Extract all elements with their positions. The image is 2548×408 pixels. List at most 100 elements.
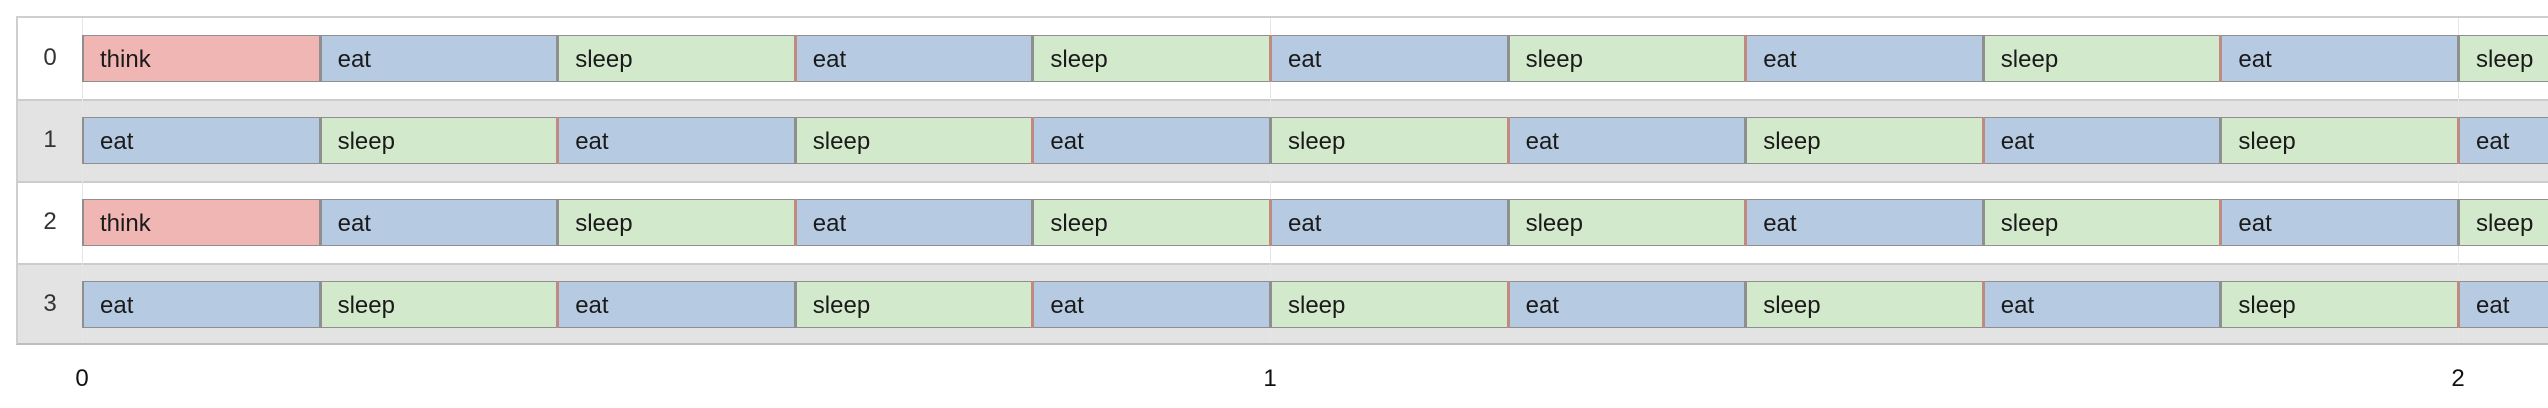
- task-label: eat: [812, 46, 847, 73]
- task-bar-eat[interactable]: eat: [319, 199, 558, 246]
- task-label: sleep: [2238, 292, 2296, 319]
- task-label: sleep: [1050, 46, 1108, 73]
- task-bar-eat[interactable]: eat: [319, 35, 558, 82]
- task-label: eat: [1525, 292, 1559, 319]
- task-bar-sleep[interactable]: sleep: [794, 117, 1033, 164]
- task-separator: [1744, 35, 1748, 82]
- task-bar-eat[interactable]: eat: [1982, 117, 2221, 164]
- task-label: eat: [812, 210, 847, 237]
- x-axis: 0 1 2: [0, 345, 2548, 408]
- task-bar-eat[interactable]: eat: [1270, 35, 1508, 82]
- task-bar-eat[interactable]: eat: [2458, 281, 2548, 328]
- task-bar-sleep[interactable]: sleep: [1032, 35, 1270, 82]
- task-label: eat: [2476, 128, 2510, 155]
- task-bar-eat[interactable]: eat: [2220, 35, 2458, 82]
- task-label: eat: [1050, 292, 1084, 319]
- task-label: eat: [100, 128, 134, 155]
- task-bar-eat[interactable]: eat: [1982, 281, 2221, 328]
- task-label: eat: [337, 210, 371, 237]
- task-label: eat: [100, 292, 134, 319]
- task-bar-eat[interactable]: eat: [2220, 199, 2458, 246]
- task-bar-eat[interactable]: eat: [1270, 199, 1508, 246]
- task-separator: [2219, 199, 2223, 246]
- task-label: eat: [2000, 292, 2035, 319]
- task-label: eat: [1763, 210, 1797, 237]
- task-bar-sleep[interactable]: sleep: [1982, 35, 2221, 82]
- task-bar-sleep[interactable]: sleep: [557, 35, 795, 82]
- task-bar-eat[interactable]: eat: [557, 281, 795, 328]
- task-bar-eat[interactable]: eat: [2458, 117, 2548, 164]
- task-bar-eat[interactable]: eat: [794, 199, 1033, 246]
- task-bar-sleep[interactable]: sleep: [1745, 281, 1983, 328]
- task-bar-eat[interactable]: eat: [557, 117, 795, 164]
- gridline: [82, 18, 83, 343]
- task-bar-sleep[interactable]: sleep: [2220, 281, 2458, 328]
- task-bar-eat[interactable]: eat: [1507, 281, 1746, 328]
- task-bar-think[interactable]: think: [82, 35, 320, 82]
- task-separator: [2457, 281, 2460, 328]
- task-label: eat: [1763, 46, 1797, 73]
- task-label: sleep: [1525, 210, 1583, 237]
- task-bar-eat[interactable]: eat: [794, 35, 1033, 82]
- task-bar-eat[interactable]: eat: [1032, 117, 1270, 164]
- task-label: think: [100, 46, 151, 73]
- task-bar-sleep[interactable]: sleep: [319, 281, 558, 328]
- task-label: eat: [2476, 292, 2510, 319]
- task-label: sleep: [1288, 128, 1346, 155]
- task-separator: [2457, 117, 2460, 164]
- task-bar-sleep[interactable]: sleep: [1745, 117, 1983, 164]
- task-separator: [1981, 117, 1985, 164]
- task-bar-sleep[interactable]: sleep: [1270, 117, 1508, 164]
- task-separator: [2219, 35, 2223, 82]
- task-separator: [1269, 199, 1272, 246]
- task-bar-think[interactable]: think: [82, 199, 320, 246]
- task-label: eat: [2238, 210, 2272, 237]
- task-bar-eat[interactable]: eat: [1507, 117, 1746, 164]
- gridline: [2458, 18, 2459, 343]
- task-bar-sleep[interactable]: sleep: [1507, 35, 1746, 82]
- task-label: sleep: [2000, 46, 2059, 73]
- x-tick-label: 0: [75, 365, 89, 392]
- task-bar-sleep[interactable]: sleep: [557, 199, 795, 246]
- task-label: sleep: [1763, 128, 1821, 155]
- task-bar-eat[interactable]: eat: [82, 281, 320, 328]
- task-label: eat: [1050, 128, 1084, 155]
- task-bar-sleep[interactable]: sleep: [1032, 199, 1270, 246]
- task-bar-sleep[interactable]: sleep: [1982, 199, 2221, 246]
- task-label: eat: [1288, 210, 1322, 237]
- row-label: 2: [43, 208, 57, 235]
- task-bar-sleep[interactable]: sleep: [2458, 199, 2548, 246]
- task-bar-sleep[interactable]: sleep: [2458, 35, 2548, 82]
- task-separator: [1031, 117, 1035, 164]
- task-label: sleep: [337, 292, 395, 319]
- task-separator: [1506, 117, 1510, 164]
- task-separator: [1031, 281, 1035, 328]
- task-label: sleep: [1050, 210, 1108, 237]
- x-tick-label: 2: [2451, 365, 2465, 392]
- task-bar-eat[interactable]: eat: [1745, 199, 1983, 246]
- task-label: sleep: [812, 128, 871, 155]
- task-bar-sleep[interactable]: sleep: [794, 281, 1033, 328]
- task-label: eat: [1288, 46, 1322, 73]
- task-bar-eat[interactable]: eat: [1032, 281, 1270, 328]
- task-bar-sleep[interactable]: sleep: [2220, 117, 2458, 164]
- task-bar-sleep[interactable]: sleep: [319, 117, 558, 164]
- task-separator: [1506, 281, 1510, 328]
- task-separator: [1269, 35, 1272, 82]
- row-label: 0: [43, 44, 57, 71]
- task-label: sleep: [575, 46, 633, 73]
- task-label: sleep: [2476, 46, 2534, 73]
- x-tick-label: 1: [1263, 365, 1277, 392]
- task-label: eat: [1525, 128, 1559, 155]
- task-bar-sleep[interactable]: sleep: [1270, 281, 1508, 328]
- task-label: sleep: [2238, 128, 2296, 155]
- task-separator: [1981, 281, 1985, 328]
- task-label: eat: [575, 292, 609, 319]
- task-separator: [556, 117, 560, 164]
- task-bar-sleep[interactable]: sleep: [1507, 199, 1746, 246]
- task-bar-eat[interactable]: eat: [82, 117, 320, 164]
- task-bar-eat[interactable]: eat: [1745, 35, 1983, 82]
- task-separator: [793, 199, 797, 246]
- task-label: sleep: [2476, 210, 2534, 237]
- task-label: sleep: [337, 128, 395, 155]
